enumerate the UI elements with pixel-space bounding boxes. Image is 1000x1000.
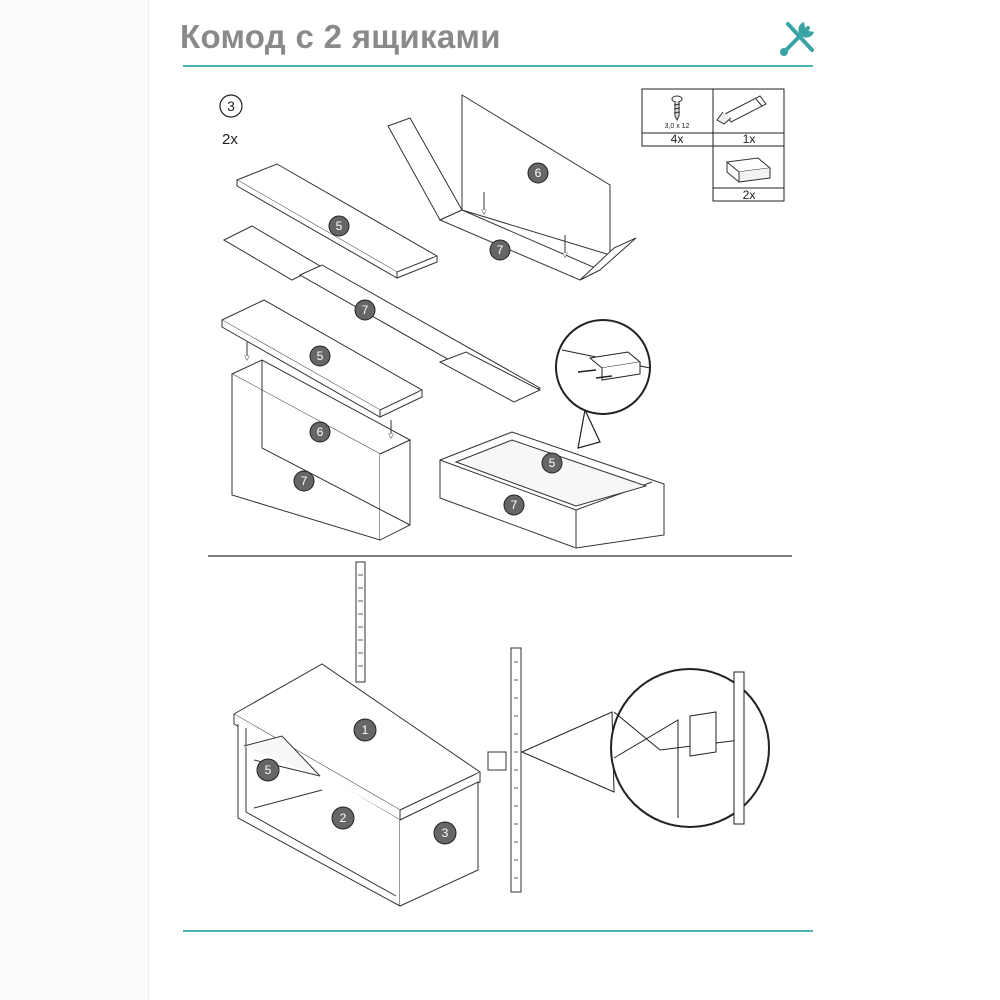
step-multiplier: 2x: [222, 131, 238, 148]
badge-5c: 5: [541, 452, 563, 474]
document-title: Комод с 2 ящиками: [180, 18, 501, 55]
svg-text:7: 7: [511, 498, 518, 512]
bracket-qty: 2x: [743, 188, 756, 202]
badge-6a: 6: [527, 162, 549, 184]
svg-text:2: 2: [340, 811, 347, 825]
step-indicator: 3 2x: [219, 94, 243, 148]
svg-text:6: 6: [317, 425, 324, 439]
badge-6b: 6: [309, 421, 331, 443]
drawer-bottom-panel: [222, 225, 542, 403]
glue-tube-icon: [716, 95, 767, 125]
svg-text:3: 3: [227, 98, 235, 114]
assembly-arrows: [247, 192, 565, 436]
badge-7c: 7: [293, 470, 315, 492]
footer-rule: [183, 930, 813, 932]
svg-text:5: 5: [265, 763, 272, 777]
badge-5d: 5: [256, 758, 280, 782]
svg-text:1: 1: [362, 723, 369, 737]
badge-2: 2: [331, 806, 355, 830]
page-margin: [0, 0, 148, 1000]
wall-rail-left: [355, 561, 366, 683]
cabinet: [232, 663, 482, 907]
glue-qty: 1x: [743, 132, 756, 146]
badge-3: 3: [433, 821, 457, 845]
header-rule: [183, 65, 813, 67]
svg-text:7: 7: [497, 243, 504, 257]
tools-icon: [780, 22, 814, 56]
badge-7a: 7: [354, 299, 376, 321]
svg-text:5: 5: [336, 219, 343, 233]
svg-text:7: 7: [362, 303, 369, 317]
svg-text:5: 5: [549, 456, 556, 470]
bracket-detail-callout: [555, 319, 651, 449]
wall-rail-right: [487, 647, 522, 893]
part-badges: 5 7 6 7 5 6 7 5 7 1 5 2 3: [256, 162, 563, 845]
svg-text:5: 5: [317, 349, 324, 363]
wall-mount-detail: [520, 668, 770, 828]
screw-icon: [671, 95, 683, 122]
svg-text:6: 6: [535, 166, 542, 180]
badge-5b: 5: [309, 345, 331, 367]
screw-qty: 4x: [671, 132, 684, 146]
svg-text:3: 3: [442, 826, 449, 840]
drawer-frame: [230, 359, 412, 541]
badge-7b: 7: [489, 239, 511, 261]
screw-size: 3,0 x 12: [665, 123, 690, 130]
badge-5a: 5: [328, 215, 350, 237]
badge-7d: 7: [503, 494, 525, 516]
assembled-drawer: [439, 431, 665, 549]
bracket-icon: [725, 157, 772, 183]
svg-text:7: 7: [301, 474, 308, 488]
badge-1: 1: [353, 718, 377, 742]
parts-box: [641, 88, 785, 202]
page-edge: [148, 0, 149, 1000]
